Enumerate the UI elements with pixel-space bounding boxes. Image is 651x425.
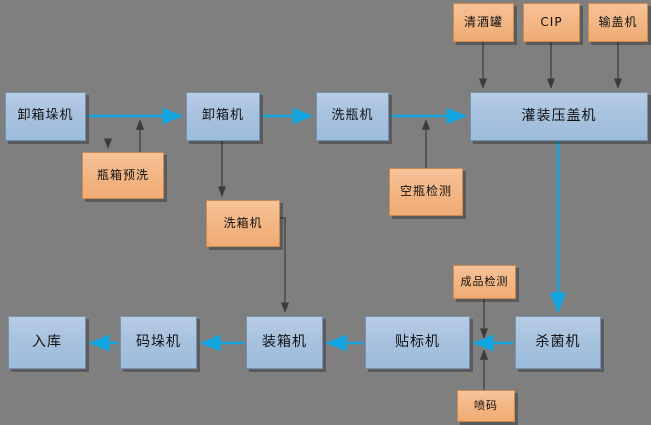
node-label: 卸箱机 bbox=[201, 108, 244, 124]
node-pingxiangyuxi[interactable]: 瓶箱预洗 bbox=[82, 152, 164, 199]
node-label: 灌装压盖机 bbox=[521, 107, 597, 124]
node-penma[interactable]: 喷码 bbox=[457, 390, 515, 422]
node-label: 入库 bbox=[32, 333, 62, 350]
node-kongpingjiance[interactable]: 空瓶检测 bbox=[389, 168, 463, 216]
edge-xixiangji-to-zhuangxiangji bbox=[280, 217, 290, 313]
node-label: 贴标机 bbox=[395, 333, 440, 350]
node-shajunji[interactable]: 杀菌机 bbox=[515, 316, 601, 369]
node-label: 码垛机 bbox=[136, 333, 181, 350]
node-tiebiaoji[interactable]: 贴标机 bbox=[365, 316, 470, 369]
node-label: 洗瓶机 bbox=[331, 108, 374, 124]
node-label: 喷码 bbox=[474, 398, 498, 412]
node-label: 洗箱机 bbox=[223, 215, 263, 230]
node-label: 卸箱垛机 bbox=[17, 108, 74, 124]
node-xiexiangduoji[interactable]: 卸箱垛机 bbox=[5, 92, 86, 141]
node-guanzhuangji[interactable]: 灌装压盖机 bbox=[470, 92, 648, 141]
node-zhuangxiangji[interactable]: 装箱机 bbox=[246, 316, 323, 369]
node-label: CIP bbox=[540, 14, 563, 29]
node-qingjiuguan[interactable]: 清酒罐 bbox=[453, 3, 514, 42]
node-label: 输盖机 bbox=[598, 14, 638, 29]
node-label: 装箱机 bbox=[262, 333, 307, 350]
node-cip[interactable]: CIP bbox=[523, 3, 580, 42]
node-xiexiangji[interactable]: 卸箱机 bbox=[186, 92, 260, 141]
node-chengpinjiance[interactable]: 成品检测 bbox=[453, 265, 516, 299]
node-ruku[interactable]: 入库 bbox=[8, 316, 86, 369]
node-xipingji[interactable]: 洗瓶机 bbox=[316, 92, 389, 141]
node-label: 空瓶检测 bbox=[399, 184, 452, 199]
node-label: 成品检测 bbox=[460, 274, 509, 288]
node-label: 杀菌机 bbox=[535, 333, 581, 350]
node-label: 瓶箱预洗 bbox=[96, 167, 149, 182]
node-xixiangji[interactable]: 洗箱机 bbox=[206, 200, 280, 247]
node-shugaiji[interactable]: 输盖机 bbox=[588, 3, 648, 42]
node-label: 清酒罐 bbox=[463, 14, 503, 29]
node-maduoji[interactable]: 码垛机 bbox=[120, 316, 197, 369]
